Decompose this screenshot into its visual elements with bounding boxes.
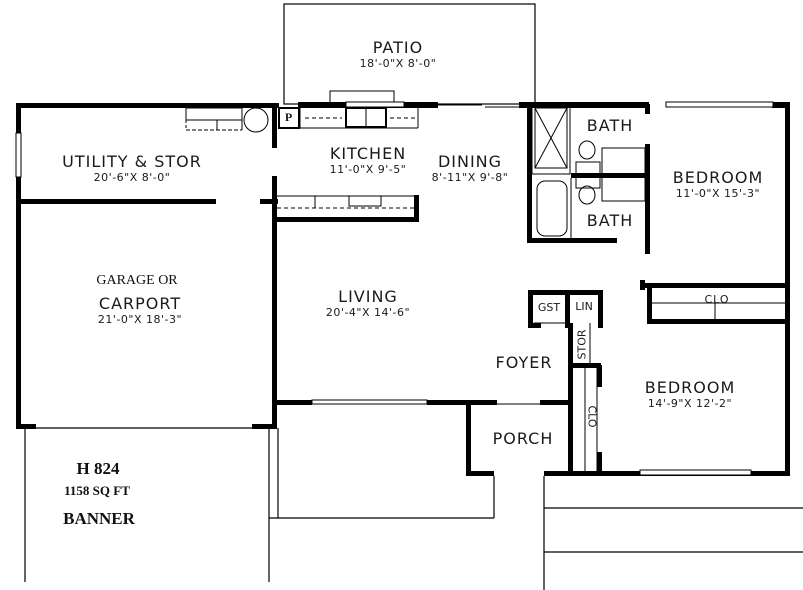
room-stor: STOR [576, 329, 589, 359]
room-foyer: FOYER [496, 355, 553, 371]
room-kitchen: KITCHEN 11'-0"X 9'-5" [329, 144, 407, 176]
plan-name-text: BANNER [63, 509, 135, 528]
room-bath-2: BATH [587, 213, 633, 229]
room-name: STOR [575, 329, 589, 360]
fixtures [185, 104, 790, 471]
plan-number: H 824 [77, 460, 120, 477]
garage-prefix-label: GARAGE OR [96, 274, 177, 288]
room-garage: CARPORT 21'-0"X 18'-3" [97, 294, 183, 326]
room-utility: UTILITY & STOR 20'-6"X 8'-0" [62, 152, 202, 184]
room-name: FOYER [495, 353, 553, 372]
room-bath-1: BATH [587, 118, 633, 134]
room-prefix: GARAGE OR [96, 273, 178, 288]
room-name: BEDROOM [644, 378, 736, 397]
room-dimensions: 20'-6"X 8'-0" [93, 171, 171, 184]
room-bedroom-1: BEDROOM 11'-0"X 15'-3" [672, 168, 764, 200]
plan-number-text: H 824 [76, 459, 120, 478]
room-porch: PORCH [493, 431, 554, 447]
room-living: LIVING 20'-4"X 14'-6" [325, 287, 411, 319]
room-name: P [284, 110, 294, 124]
room-dimensions: 18'-0"X 8'-0" [359, 57, 437, 70]
plan-name: BANNER [63, 510, 135, 527]
room-dimensions: 20'-4"X 14'-6" [325, 306, 411, 319]
room-name: LIN [575, 300, 593, 313]
room-name: DINING [437, 152, 503, 171]
room-name: PATIO [372, 38, 424, 57]
room-dining: DINING 8'-11"X 9'-8" [431, 152, 509, 184]
room-name: BATH [586, 116, 634, 135]
room-name: CARPORT [98, 294, 182, 313]
room-name: LIVING [338, 287, 398, 306]
room-dimensions: 11'-0"X 15'-3" [675, 187, 761, 200]
room-name: BEDROOM [672, 168, 764, 187]
room-clo-1: CLO [704, 294, 729, 305]
room-name: PORCH [492, 429, 554, 448]
room-patio: PATIO 18'-0"X 8'-0" [359, 38, 437, 70]
room-bedroom-2: BEDROOM 14'-9"X 12'-2" [644, 378, 736, 410]
plan-area: 1158 SQ FT [64, 484, 130, 497]
room-name: UTILITY & STOR [62, 152, 202, 171]
room-dimensions: 21'-0"X 18'-3" [97, 313, 183, 326]
room-name: BATH [586, 211, 634, 230]
room-name: CLO [585, 405, 599, 428]
room-pantry: P [285, 111, 293, 123]
room-name: KITCHEN [329, 144, 407, 163]
room-gst: GST [538, 302, 560, 313]
room-name: CLO [704, 293, 730, 306]
room-clo-2: CLO [586, 405, 599, 427]
room-dimensions: 14'-9"X 12'-2" [647, 397, 733, 410]
room-name: GST [537, 301, 561, 314]
plan-area-text: 1158 SQ FT [64, 483, 130, 498]
room-dimensions: 8'-11"X 9'-8" [431, 171, 509, 184]
windows [15, 101, 774, 476]
room-lin: LIN [575, 301, 593, 312]
room-dimensions: 11'-0"X 9'-5" [329, 163, 407, 176]
